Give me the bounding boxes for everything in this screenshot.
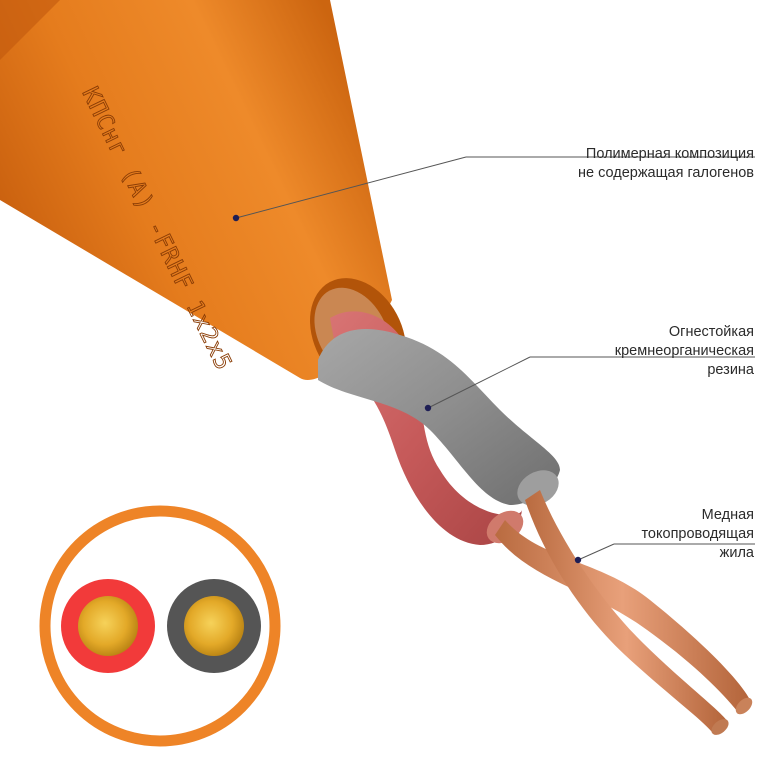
leader-lines: [235, 156, 755, 561]
leader-line-jacket: [235, 156, 467, 219]
insulation-label-line-2: кремнеорганическая: [614, 343, 754, 359]
insulation-label-line-3: резина: [707, 362, 754, 378]
conductor-label-line-1: Медная: [701, 507, 754, 523]
copper-conductors: [495, 490, 753, 735]
conductor-label-line-2: токопроводящая: [641, 526, 754, 542]
jacket-label: Полимерная композиция не содержащая гало…: [578, 145, 754, 183]
cross-section-jacket: [39, 505, 281, 747]
cross-section: [39, 505, 281, 747]
pointer-dot-insulation: [424, 404, 432, 412]
pointer-dot-conductor: [574, 556, 582, 564]
cross-section-grey-copper: [184, 596, 244, 656]
jacket-label-line-2: не содержащая галогенов: [577, 165, 754, 181]
leader-line-insulation: [427, 356, 531, 409]
grey-insulated-core: [318, 328, 560, 506]
conductor-label-line-3: жила: [719, 545, 754, 561]
leader-line-conductor: [577, 543, 615, 561]
insulation-label-line-1: Огнестойкая: [668, 324, 754, 340]
pointer-dot-jacket: [232, 214, 240, 222]
insulation-label: Огнестойкая кремнеорганическая резина: [615, 323, 754, 380]
conductor-label: Медная токопроводящая жила: [641, 506, 754, 563]
cross-section-red-copper: [78, 596, 138, 656]
jacket-label-line-1: Полимерная композиция: [585, 146, 754, 162]
